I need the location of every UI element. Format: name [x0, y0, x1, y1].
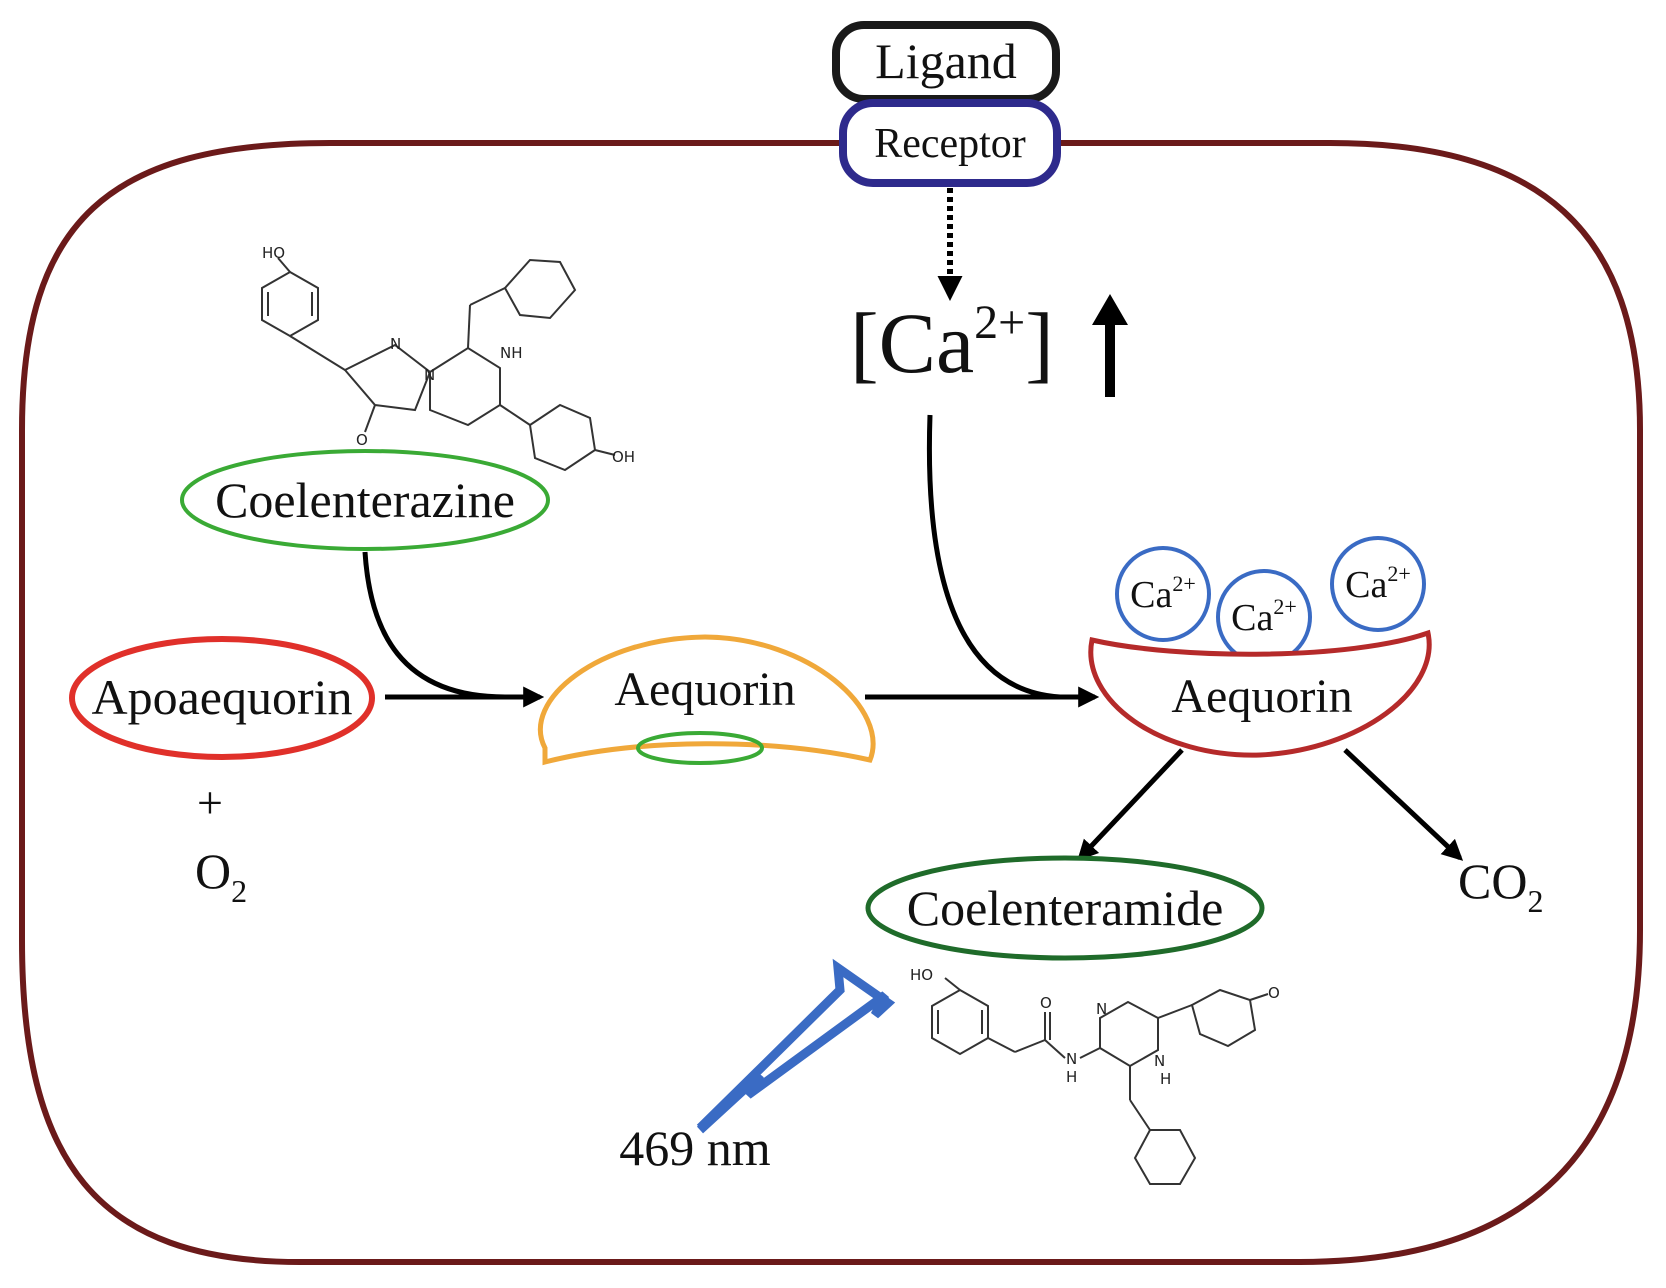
co2-label: CO2 [1458, 853, 1543, 919]
coelenterazine-ring-n-label: N [424, 366, 435, 384]
ligand-label: Ligand [875, 33, 1017, 89]
coelenteramide-label: Coelenteramide [907, 880, 1224, 936]
cell-membrane [19, 140, 1643, 1265]
coelenterazine-ellipse [180, 449, 550, 551]
co2-subscript: 2 [1527, 883, 1543, 919]
apoaequorin-label: Apoaequorin [91, 669, 352, 725]
plus-sign: + [197, 777, 223, 828]
increase-arrow-icon [1092, 294, 1128, 397]
svg-text:Ca2+: Ca2+ [1345, 561, 1411, 606]
calcium-ion-1: Ca2+ [1115, 546, 1211, 642]
oxygen-label: O2 [195, 843, 247, 909]
apoaequorin-ellipse [69, 636, 375, 760]
coelenteramide-structure: HO O N H N N H O [910, 966, 1280, 1185]
calcium-ion-3: Ca2+ [1330, 536, 1426, 632]
svg-text:Ca2+: Ca2+ [1231, 594, 1297, 639]
svg-text:Ca2+: Ca2+ [1130, 571, 1196, 616]
coelenteramide-amide-h-label: H [1066, 1068, 1077, 1086]
calcium-merge-arrow [926, 414, 1061, 700]
coelenterazine-label: Coelenterazine [215, 472, 515, 528]
receptor-label: Receptor [874, 121, 1026, 167]
coelenteramide-amide-o-label: O [1040, 994, 1052, 1012]
to-co2-arrow [1343, 748, 1464, 861]
coelenteramide-ring-nh-label: N [1154, 1052, 1165, 1070]
coelenterazine-ho-label: HO [262, 244, 285, 262]
bound-coelenterazine-ellipse [636, 731, 764, 765]
light-emission-icon [696, 958, 896, 1134]
coelenteramide-amide-n-label: N [1066, 1050, 1077, 1068]
emission-wavelength-label: 469 nm [619, 1120, 771, 1176]
calcium-concentration-label: [Ca2+] [850, 295, 1054, 391]
coelenteramide-ho-label: HO [910, 966, 933, 984]
calcium-ion-2: Ca2+ [1216, 569, 1312, 665]
receptor-box [839, 99, 1061, 187]
aequorin-active-shape [1088, 629, 1432, 758]
aequorin-inactive-shape [537, 634, 876, 766]
coelenterazine-o-label: O [356, 431, 368, 449]
calcium-superscript: 2+ [974, 296, 1025, 349]
coelenterazine-structure: HO N NH N O OH [261, 244, 635, 472]
coelenterazine-nh-label: NH [500, 344, 523, 362]
aequorin-inactive-label: Aequorin [614, 663, 795, 716]
coelenteramide-ellipse [865, 855, 1265, 961]
coelenteramide-ring-h-label: H [1160, 1070, 1171, 1088]
oxygen-subscript: 2 [231, 873, 247, 909]
to-coelenteramide-arrow [1077, 748, 1184, 862]
coelenteramide-quinone-o-label: O [1268, 984, 1280, 1002]
coelenterazine-merge-arrow [362, 551, 506, 700]
coelenterazine-n-label: N [390, 335, 401, 353]
aequorin-active-label: Aequorin [1171, 670, 1352, 723]
coelenterazine-oh-label: OH [612, 448, 635, 466]
coelenteramide-ring-n-label: N [1096, 1000, 1107, 1018]
